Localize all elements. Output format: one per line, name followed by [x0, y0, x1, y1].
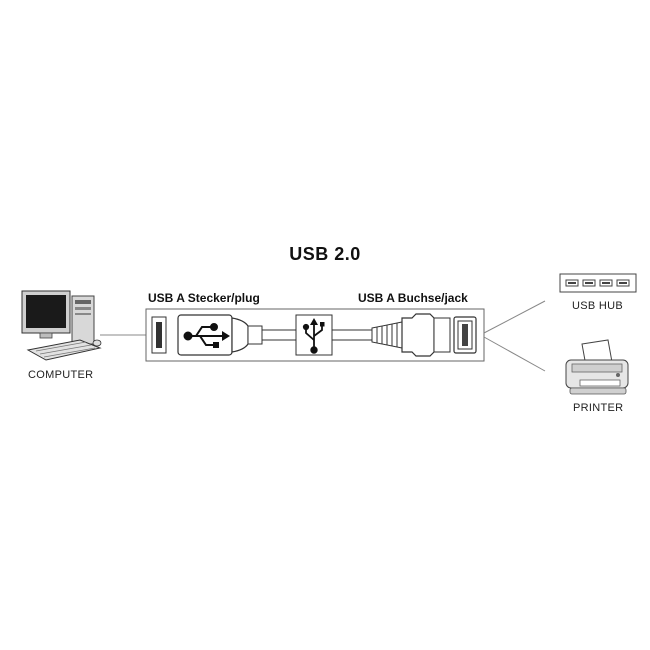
diagram-title: USB 2.0 [289, 244, 361, 264]
plug-label: USB A Stecker/plug [148, 291, 260, 305]
usb-port-left [151, 316, 167, 354]
usb-symbol-icon-vertical [302, 318, 325, 354]
usb-hub-icon [559, 273, 637, 293]
printer-icon [565, 339, 629, 395]
connection-line-hub [483, 300, 546, 334]
usb-a-jack [401, 313, 477, 357]
printer-label: PRINTER [573, 402, 624, 414]
strain-relief [371, 321, 403, 349]
jack-label: USB A Buchse/jack [358, 291, 468, 305]
computer-icon [21, 290, 102, 361]
connection-line-printer [483, 336, 546, 372]
usb-symbol-icon [183, 323, 230, 348]
computer-label: COMPUTER [28, 369, 94, 381]
usb-hub-label: USB HUB [572, 300, 623, 312]
